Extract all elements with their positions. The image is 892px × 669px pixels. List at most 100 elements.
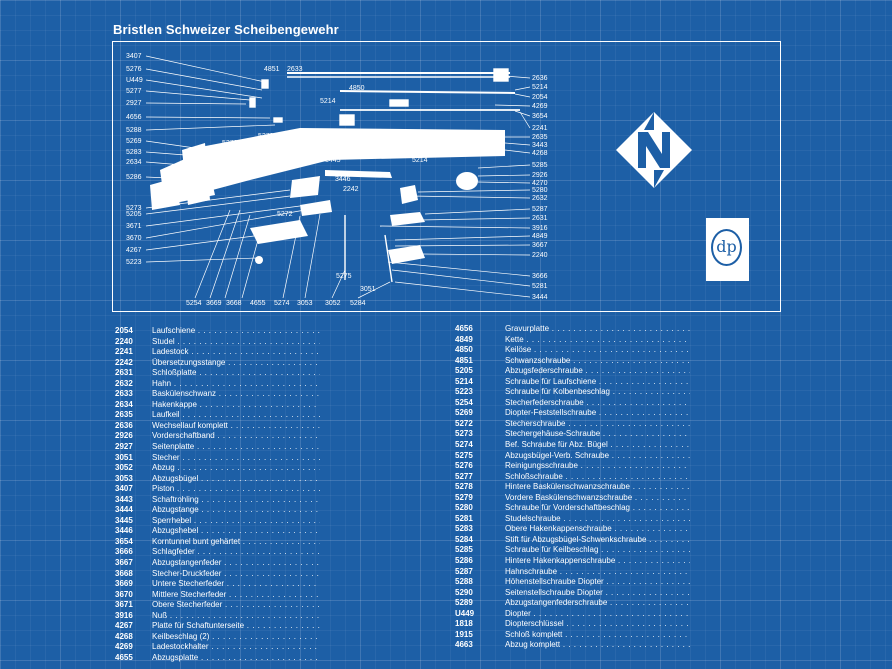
- part-number: 5272: [455, 418, 473, 428]
- callout-label: 5277: [126, 88, 142, 95]
- callout-label: 3052: [325, 300, 341, 307]
- part-name: Diopterschlüssel: [505, 619, 690, 630]
- callout-label: 5284: [350, 300, 366, 307]
- callout-label: 5272: [277, 211, 293, 218]
- callout-label: 5274: [274, 300, 290, 307]
- part-number: 5276: [455, 461, 473, 471]
- legend-row: 5284 Stift für Abzugsbügel-Schwenkschraub…: [455, 535, 690, 546]
- part-number: 4849: [455, 334, 473, 344]
- part-name: Ladestockhalter: [152, 642, 320, 653]
- part-number: 3446: [115, 526, 133, 536]
- callout-label: 5275: [336, 273, 352, 280]
- part-number: 2241: [115, 347, 133, 357]
- callout-label: 5281: [532, 283, 548, 290]
- part-number: 5284: [455, 534, 473, 544]
- part-name: Abzugstangenfederschraube: [505, 598, 690, 609]
- part-name: Stecherfederschraube: [505, 398, 690, 409]
- part-number: 2927: [115, 442, 133, 452]
- part-name: Übersetzungsstange: [152, 358, 320, 369]
- part-name: Diopter-Feststellschraube: [505, 408, 690, 419]
- legend-row: 5287 Hahnschraube: [455, 567, 690, 578]
- part-name: Abzug: [152, 463, 320, 474]
- part-number: 5285: [455, 545, 473, 555]
- part-number: 5287: [455, 566, 473, 576]
- part-number: 5254: [455, 397, 473, 407]
- part-name: Schloßschraube: [505, 472, 690, 483]
- part-number: 5283: [455, 524, 473, 534]
- part-name: Seitenstellschraube Diopter: [505, 588, 690, 599]
- callout-label: 4268: [532, 150, 548, 157]
- callout-label: 2632: [532, 195, 548, 202]
- part-name: Abzugshebel: [152, 526, 320, 537]
- callout-label: 2242: [343, 186, 359, 193]
- part-name: Abzugsplatte: [152, 653, 320, 664]
- part-number: 3052: [115, 463, 133, 473]
- part-name: Schraube für Laufschiene: [505, 377, 690, 388]
- callout-label: 3666: [532, 273, 548, 280]
- part-name: Stechergehäuse-Schraube: [505, 429, 690, 440]
- part-number: 1818: [455, 619, 473, 629]
- callout-label: 2633: [287, 66, 303, 73]
- part-name: Stift für Abzugsbügel-Schwenkschraube: [505, 535, 690, 546]
- part-number: 5280: [455, 503, 473, 513]
- part-number: 3916: [115, 610, 133, 620]
- callout-label: 2241: [532, 125, 548, 132]
- callout-label: 2636: [532, 75, 548, 82]
- callout-label: 4270: [532, 180, 548, 187]
- callouts-right: 2636 5214 2054 4269 3654 2241 2635 3443 …: [532, 75, 548, 301]
- callout-label: 5205: [126, 211, 142, 218]
- part-number: 5274: [455, 440, 473, 450]
- part-name: Bef. Schraube für Abz. Bügel: [505, 440, 690, 451]
- dp-logo-text: dp: [711, 229, 742, 266]
- callout-label: 5223: [126, 259, 142, 266]
- part-number: 5279: [455, 492, 473, 502]
- part-name: Kette: [505, 335, 690, 346]
- part-name: Stecher-Druckfeder: [152, 569, 320, 580]
- part-number: 4268: [115, 631, 133, 641]
- part-name: Hahnschraube: [505, 567, 690, 578]
- part-number: 3667: [115, 558, 133, 568]
- dp-logo: dp: [706, 218, 749, 281]
- callout-label: 5276: [126, 66, 142, 73]
- part-number: 2632: [115, 378, 133, 388]
- callout-label: 3671: [126, 223, 142, 230]
- callout-label: 5283: [126, 149, 142, 156]
- callout-label: 3407: [126, 53, 142, 60]
- part-number: 5290: [455, 587, 473, 597]
- small-parts: [249, 79, 478, 283]
- part-name: Studelschraube: [505, 514, 690, 525]
- callout-label: 2635: [532, 134, 548, 141]
- part-number: 2634: [115, 399, 133, 409]
- part-number: 2636: [115, 420, 133, 430]
- callout-label: 4655: [250, 300, 266, 307]
- callout-label: 4850: [349, 85, 365, 92]
- part-number: U449: [455, 608, 475, 618]
- callout-label: 2926: [532, 172, 548, 179]
- n-logo-icon: [616, 112, 692, 188]
- part-number: 5286: [455, 556, 473, 566]
- part-name: Laufkeil: [152, 410, 320, 421]
- part-number: 3669: [115, 579, 133, 589]
